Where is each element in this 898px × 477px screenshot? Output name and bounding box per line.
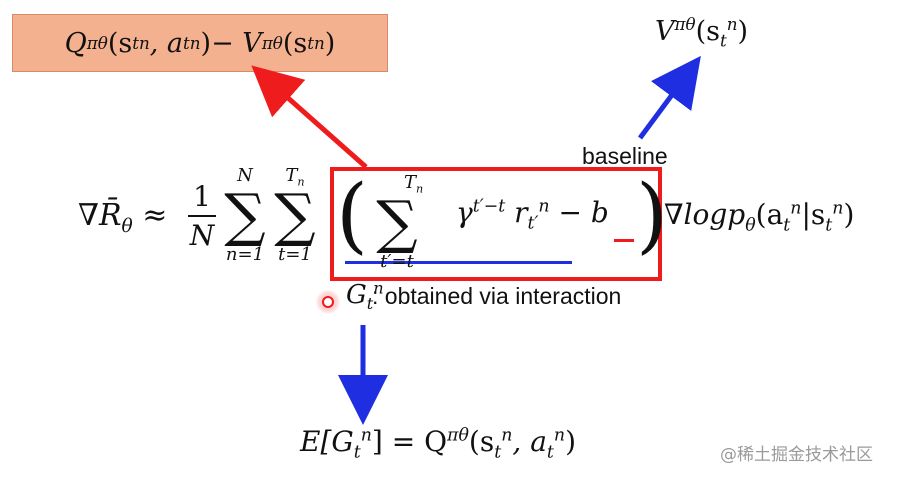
value-function-label: Vπθ(stn) (655, 14, 749, 51)
baseline-underline (614, 239, 634, 242)
exp-s-sup: n (501, 425, 513, 446)
close-paren: ) (200, 27, 212, 59)
v-sub: t (719, 30, 727, 51)
grad-log-p: ∇logp (664, 198, 746, 231)
g-letter: G (346, 280, 367, 310)
frac-denominator: N (189, 219, 215, 252)
args-bar: |s (801, 198, 826, 231)
exp-open: (s (468, 425, 495, 458)
baseline-label: baseline (582, 143, 668, 169)
expectation-equation: E[Gtn] = Qπθ(stn, atn) (300, 425, 576, 461)
arrow-to-value (637, 55, 701, 140)
sum3-lower: t′=t (380, 251, 414, 272)
sum-over-t-prime: Tn ∑ t′=t (352, 172, 442, 272)
approx-sign: ≈ (132, 198, 168, 233)
exp-a-sup: n (553, 425, 566, 446)
reward-superscript: n (538, 196, 550, 217)
gamma-symbol: γ (456, 196, 473, 229)
g-t-n-caption: : obtained via interaction (372, 283, 622, 309)
sum3-sigma: ∑ (376, 188, 418, 256)
return-underline (345, 261, 572, 264)
exp-s-sub: t (494, 442, 502, 463)
left-paren: ( (336, 168, 368, 263)
v-sup: n (726, 14, 738, 34)
sum1-upper: N (237, 165, 253, 186)
exp-e: E[G (300, 425, 354, 458)
arrow-to-advantage (251, 65, 368, 169)
g-t-n-symbol: Gtn (346, 278, 384, 314)
watermark: @稀土掘金技术社区 (720, 445, 873, 465)
exp-g-sub: t (353, 442, 361, 463)
grad-r-sub: θ (121, 216, 133, 237)
sum3-upper-sub: n (416, 182, 424, 196)
sum1-lower: n=1 (225, 244, 265, 265)
sum-over-n: N ∑ n=1 (222, 165, 268, 265)
reward-subscript: t′ (527, 213, 539, 234)
sum2-upper-t: T (285, 165, 298, 186)
exp-eq: ] = Q (371, 425, 448, 458)
sum3-upper-t: T (404, 172, 417, 193)
g-sub: t (366, 294, 374, 314)
frac-numerator: 1 (193, 180, 211, 213)
args-close: ) (843, 198, 855, 231)
reward-symbol: r (505, 196, 528, 229)
exp-g-sup: n (360, 425, 372, 446)
minus-v: − V (211, 27, 262, 59)
args-s-sup: n (832, 198, 844, 219)
v-close: ) (737, 16, 749, 47)
gamma-exponent: t′−t (472, 196, 506, 217)
v-policy-sup: πθ (674, 14, 696, 34)
g-sup: n (373, 278, 384, 298)
args-a-sub: t (783, 215, 791, 236)
grad-log-sub: θ (745, 215, 756, 236)
sum2-lower: t=1 (278, 244, 312, 265)
grad-r-bar: ∇R̄ (78, 198, 122, 233)
pi-symbol: π (86, 33, 98, 53)
a-symbol: , a (149, 27, 184, 59)
sum2-sigma: ∑ (274, 181, 316, 249)
args-a-sup: n (790, 198, 802, 219)
q-symbol: Q (64, 27, 87, 59)
frac-bar (188, 215, 216, 217)
args-open: (a (755, 198, 784, 231)
one-over-n-fraction: 1 N (188, 180, 216, 252)
sum2-upper-sub: n (297, 175, 305, 189)
sum2-upper: Tn (272, 165, 318, 189)
q-args-open: (s (107, 27, 133, 59)
discounted-reward-term: γt′−t rt′n − b (456, 196, 609, 232)
gradient-lhs: ∇R̄θ ≈ (78, 198, 168, 236)
highlight-box (330, 167, 662, 281)
pointer-dot (322, 296, 334, 308)
minus-sign: − (549, 196, 591, 229)
args-s-sub: t (825, 215, 833, 236)
exp-q-sup: πθ (447, 425, 469, 446)
exp-a: , a (512, 425, 547, 458)
v-open: (s (695, 16, 720, 47)
sum1-sigma: ∑ (224, 181, 266, 249)
baseline-b: b (590, 196, 609, 229)
v-symbol: V (655, 16, 675, 47)
sum-over-t: Tn ∑ t=1 (272, 165, 318, 265)
grad-log-policy: ∇logpθ(atn|stn) (664, 198, 855, 234)
theta-symbol: θ (97, 33, 108, 53)
exp-close: ) (565, 425, 576, 458)
v-args-open: (s (282, 27, 308, 59)
right-paren: ) (636, 168, 668, 263)
exp-a-sub: t (546, 442, 554, 463)
sum3-upper: Tn (352, 172, 442, 196)
v-close-paren: ) (324, 27, 336, 59)
